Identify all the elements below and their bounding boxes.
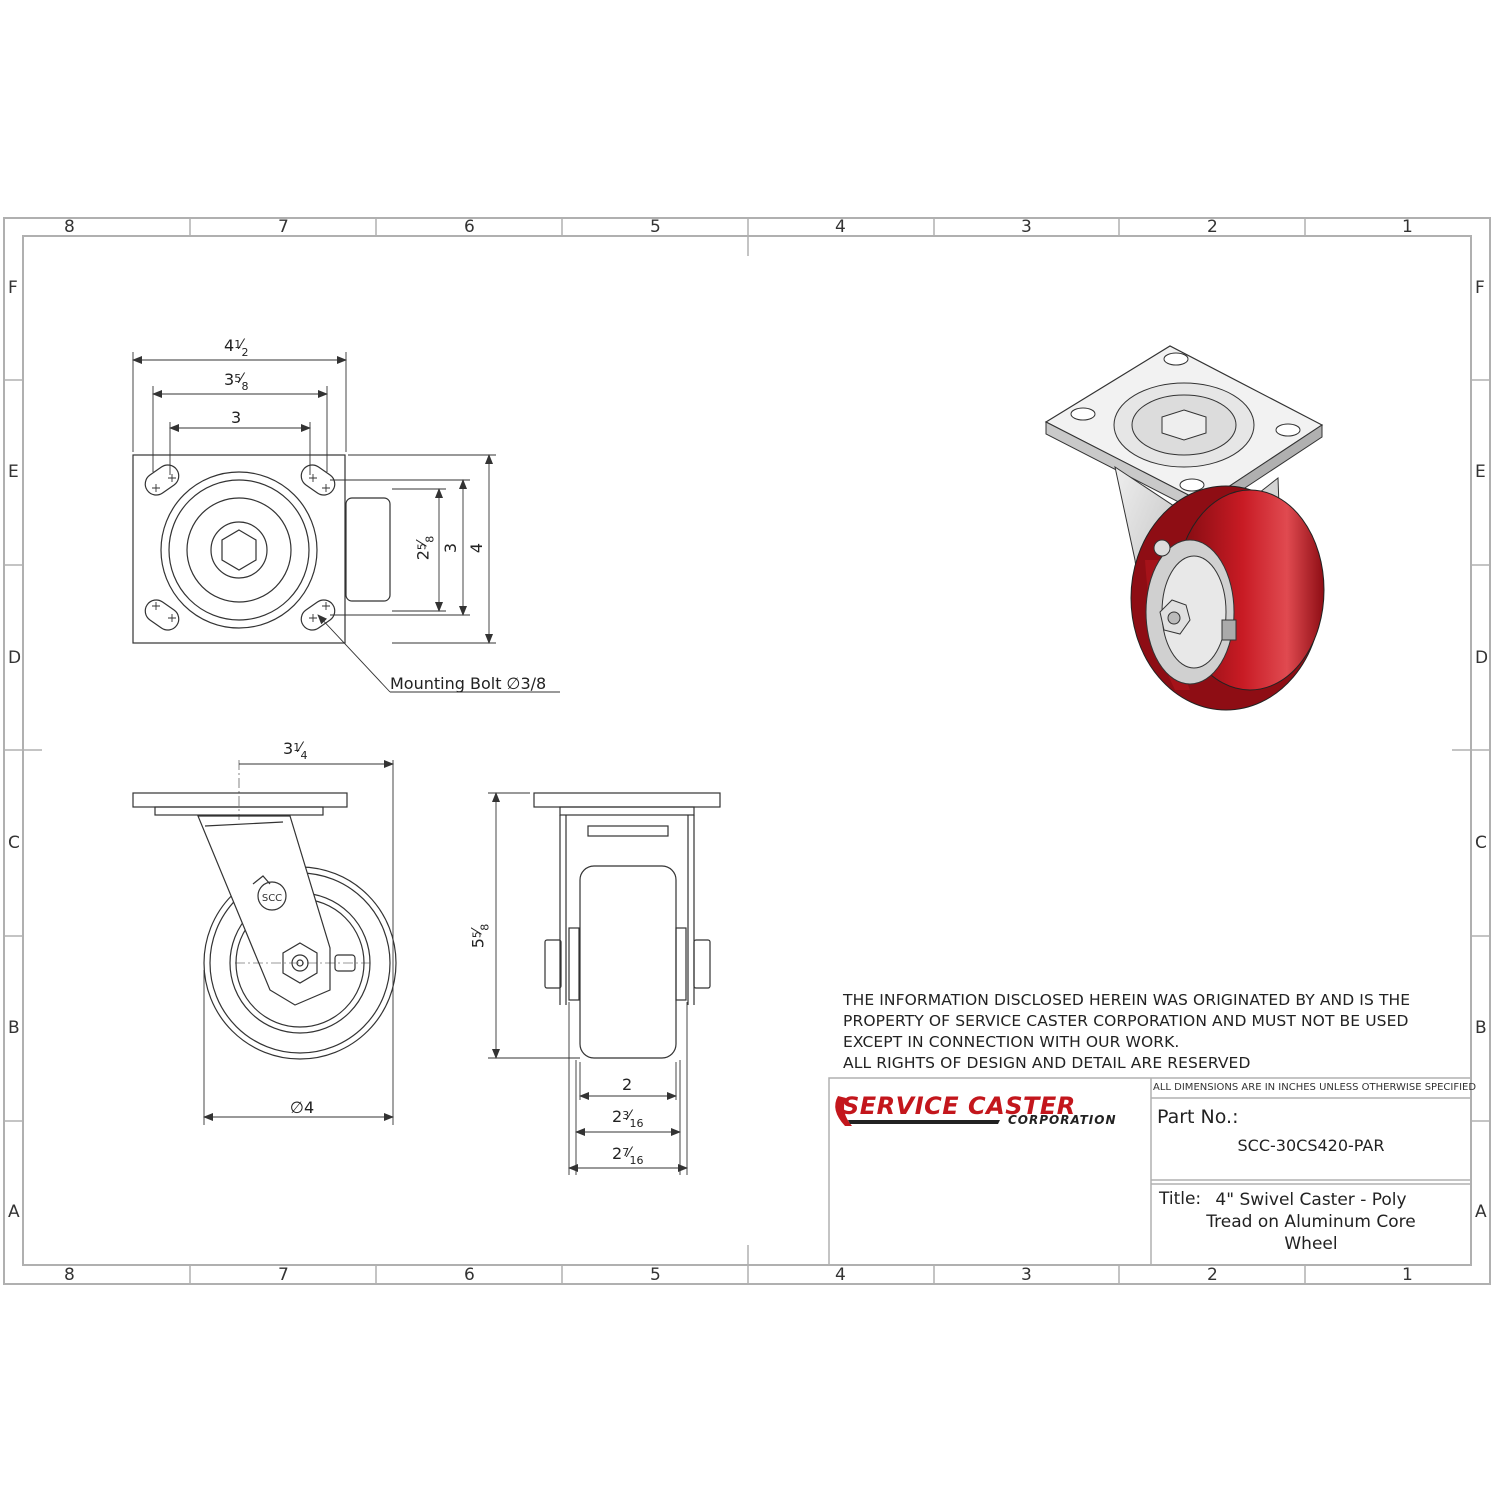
- grid-row-label: E: [1475, 462, 1486, 482]
- part-number-value: SCC-30CS420-PAR: [1237, 1136, 1385, 1155]
- dimension-swivel-offset: 31⁄4: [283, 739, 308, 762]
- grid-row-label: C: [8, 833, 20, 853]
- grid-col-label: 8: [64, 1265, 75, 1285]
- part-number-label: Part No.:: [1157, 1106, 1239, 1128]
- dimension-inner-height: 25⁄8: [413, 535, 437, 561]
- grid-col-label: 6: [464, 217, 475, 237]
- dimension-bolt-height: 3: [441, 542, 461, 554]
- grid-row-label: F: [1475, 278, 1485, 298]
- front-view: [488, 792, 721, 1175]
- grid-col-label: 5: [650, 1265, 661, 1285]
- mounting-bolt-callout: Mounting Bolt ∅3/8: [390, 674, 547, 693]
- isometric-view: [1044, 345, 1325, 711]
- side-view: SCC: [132, 760, 397, 1125]
- grid-col-label: 2: [1207, 1265, 1218, 1285]
- dimension-bolt-spacing: 3: [231, 408, 242, 427]
- title-line: 4" Swivel Caster - Poly: [1215, 1190, 1407, 1210]
- company-logo-swoosh: [835, 1096, 1000, 1126]
- grid-col-label: 7: [278, 217, 289, 237]
- grid-row-label: A: [8, 1202, 20, 1222]
- grid-col-label: 7: [278, 1265, 289, 1285]
- grid-col-label: 4: [835, 1265, 846, 1285]
- title-line: Wheel: [1284, 1234, 1338, 1254]
- dimension-plate-height: 4: [467, 542, 487, 554]
- title-line: Tread on Aluminum Core: [1206, 1212, 1416, 1232]
- grid-col-label: 3: [1021, 217, 1032, 237]
- grid-col-label: 6: [464, 1265, 475, 1285]
- svg-text:SCC: SCC: [262, 893, 282, 904]
- dimension-wheel-diameter: ∅4: [290, 1098, 315, 1117]
- notice-line: THE INFORMATION DISCLOSED HEREIN WAS ORI…: [843, 991, 1411, 1009]
- dimension-hub-width: 23⁄16: [612, 1107, 644, 1130]
- dimension-tread-width: 2: [622, 1075, 633, 1094]
- grid-row-label: C: [1475, 833, 1487, 853]
- grid-row-label: A: [1475, 1202, 1487, 1222]
- dimension-overall-height: 55⁄8: [468, 923, 492, 949]
- title-label: Title:: [1159, 1189, 1202, 1209]
- company-logo-subtext: CORPORATION: [1008, 1113, 1117, 1127]
- grid-row-label: B: [1475, 1018, 1487, 1038]
- grid-col-label: 4: [835, 217, 846, 237]
- grid-col-label: 1: [1402, 217, 1413, 237]
- grid-col-label: 5: [650, 217, 661, 237]
- grid-row-label: F: [8, 278, 18, 298]
- dimension-slot-spacing: 35⁄8: [224, 370, 249, 393]
- title-block: [828, 1077, 1472, 1266]
- drawing-title: 4" Swivel Caster - Poly Tread on Aluminu…: [1196, 1189, 1426, 1255]
- grid-row-label: D: [8, 648, 22, 668]
- grid-row-label: B: [8, 1018, 20, 1038]
- units-note: ALL DIMENSIONS ARE IN INCHES UNLESS OTHE…: [1153, 1082, 1477, 1093]
- company-logo-text: SERVICE CASTER: [842, 1092, 1076, 1120]
- grid-row-label: E: [8, 462, 19, 482]
- dimension-plate-width: 41⁄2: [224, 336, 249, 359]
- grid-col-label: 1: [1402, 1265, 1413, 1285]
- grid-row-label: D: [1475, 648, 1489, 668]
- dimension-overall-width: 27⁄16: [612, 1144, 644, 1167]
- sheet-border: [3, 217, 1491, 1285]
- notice-line: PROPERTY OF SERVICE CASTER CORPORATION A…: [843, 1012, 1409, 1030]
- grid-col-label: 2: [1207, 217, 1218, 237]
- proprietary-notice: THE INFORMATION DISCLOSED HEREIN WAS ORI…: [843, 990, 1443, 1074]
- notice-line: EXCEPT IN CONNECTION WITH OUR WORK.: [843, 1033, 1180, 1051]
- notice-line: ALL RIGHTS OF DESIGN AND DETAIL ARE RESE…: [843, 1054, 1251, 1072]
- grid-col-label: 3: [1021, 1265, 1032, 1285]
- grid-col-label: 8: [64, 217, 75, 237]
- top-view: [132, 352, 560, 693]
